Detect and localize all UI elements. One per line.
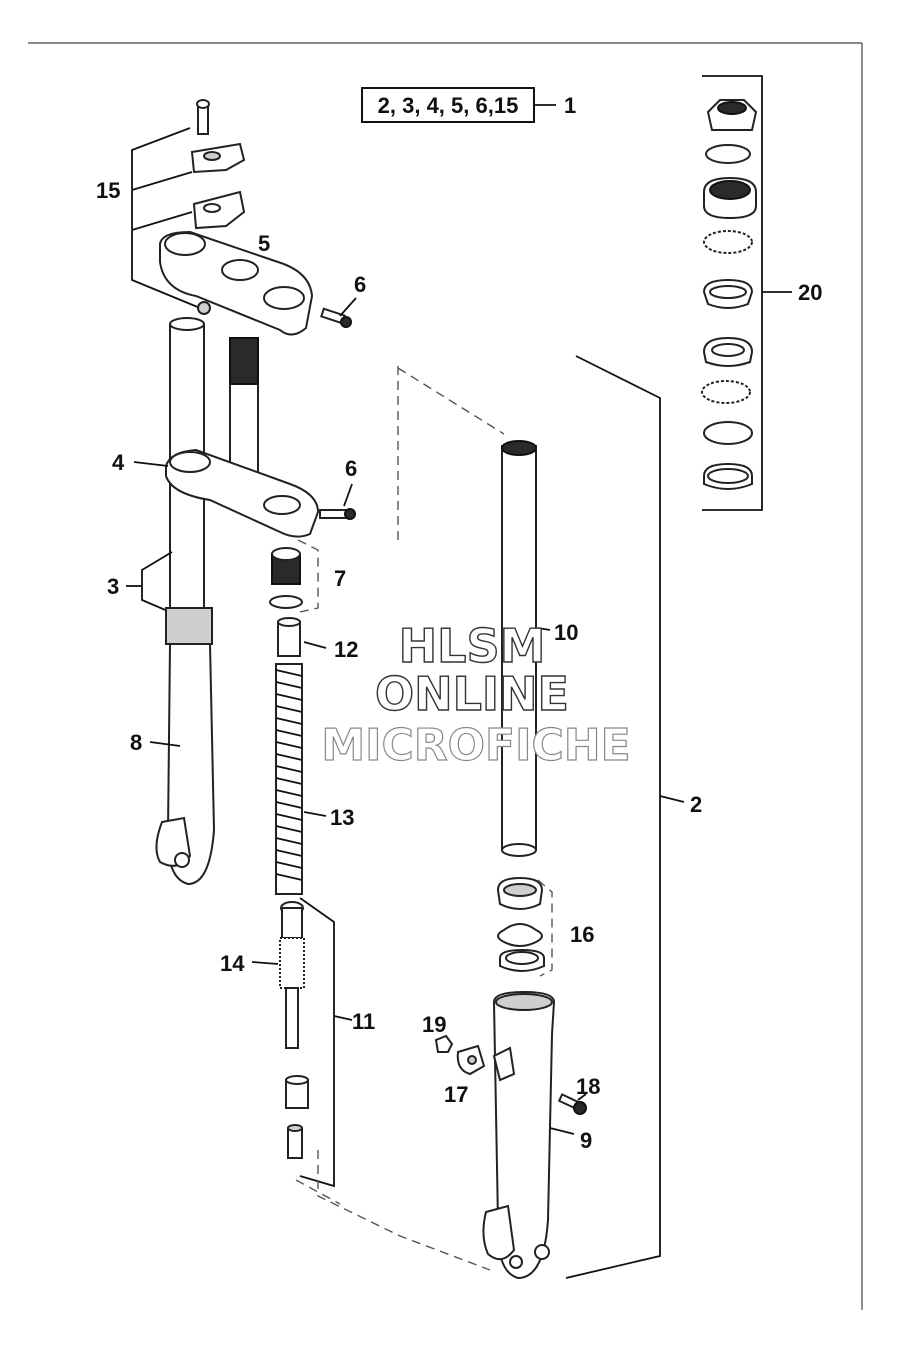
callout-14: 14 bbox=[220, 951, 245, 976]
callout-9: 9 bbox=[580, 1128, 592, 1153]
leader-13 bbox=[303, 811, 327, 817]
leader-6a bbox=[339, 297, 357, 317]
callout-10: 10 bbox=[554, 620, 578, 645]
watermark-line-3: MICROFICHE bbox=[321, 720, 630, 771]
leader-9 bbox=[549, 1127, 575, 1135]
callout-13: 13 bbox=[330, 805, 354, 830]
watermark-line-2: ONLINE bbox=[375, 667, 569, 721]
lower-bearing-race bbox=[703, 462, 753, 490]
callout-7: 7 bbox=[334, 566, 346, 591]
damper-rod bbox=[279, 901, 305, 1049]
brake-hose-guide bbox=[456, 1044, 486, 1076]
right-fork-assembly: 2 10 16 9 bbox=[422, 355, 702, 1280]
kit-box-label: 2, 3, 4, 5, 6,15 bbox=[378, 93, 519, 118]
rebound-spring-seat bbox=[285, 1075, 309, 1109]
upper-clamp-assembly: 15 5 6 bbox=[96, 99, 366, 336]
bracket-3 bbox=[141, 551, 173, 613]
clamp-bolt-upper bbox=[320, 307, 352, 328]
bracket-11 bbox=[299, 897, 335, 1188]
watermark: HLSM ONLINE MICROFICHE bbox=[321, 618, 632, 771]
leader-15b bbox=[131, 211, 193, 231]
steering-nut bbox=[706, 99, 758, 131]
leader-15a bbox=[131, 171, 193, 191]
bracket-2 bbox=[565, 355, 661, 1279]
bracket-20 bbox=[702, 75, 763, 511]
callout-4: 4 bbox=[112, 450, 125, 475]
callout-15: 15 bbox=[96, 178, 120, 203]
callout-1: 1 bbox=[564, 93, 576, 118]
handlebar-clamp-bottom bbox=[192, 190, 246, 230]
lower-triple-clamp bbox=[165, 448, 320, 538]
callout-18: 18 bbox=[576, 1074, 600, 1099]
stanchion-tube-right bbox=[501, 440, 537, 857]
callout-12: 12 bbox=[334, 637, 358, 662]
handlebar-bolt bbox=[196, 99, 210, 135]
cap-o-ring bbox=[269, 595, 303, 609]
lower-seal-ring bbox=[703, 421, 753, 445]
callout-17: 17 bbox=[444, 1082, 468, 1107]
callout-5: 5 bbox=[258, 231, 270, 256]
leader-8 bbox=[149, 741, 181, 747]
leader-14 bbox=[251, 961, 279, 965]
callout-8: 8 bbox=[130, 730, 142, 755]
callout-2: 2 bbox=[690, 792, 702, 817]
fork-cap bbox=[271, 547, 301, 585]
guide-nut bbox=[434, 1034, 454, 1053]
callout-16: 16 bbox=[570, 922, 594, 947]
lower-ball-bearing bbox=[701, 380, 751, 404]
bracket-7 bbox=[297, 539, 319, 613]
callout-19: 19 bbox=[422, 1012, 446, 1037]
lower-slider-right bbox=[482, 990, 556, 1280]
callout-6a: 6 bbox=[354, 272, 366, 297]
leader-11 bbox=[333, 1015, 353, 1021]
lower-slider-left bbox=[155, 607, 216, 886]
callout-6b: 6 bbox=[345, 456, 357, 481]
leader-10 bbox=[537, 627, 551, 631]
leader-4 bbox=[133, 461, 169, 467]
callout-3: 3 bbox=[107, 574, 119, 599]
callout-20: 20 bbox=[798, 280, 822, 305]
watermark-line-1: HLSM bbox=[399, 619, 546, 673]
top-plug bbox=[197, 301, 211, 315]
upper-bearing-race bbox=[703, 176, 757, 220]
lock-washer bbox=[705, 144, 751, 164]
upper-cup bbox=[702, 278, 754, 309]
upper-triple-clamp bbox=[159, 230, 314, 336]
fork-spring bbox=[275, 663, 303, 895]
lower-cup bbox=[702, 336, 754, 367]
fork-internals: 7 12 13 14 11 bbox=[220, 539, 375, 1188]
leader-6b bbox=[343, 483, 353, 507]
handlebar-clamp-top bbox=[190, 142, 246, 174]
upper-ball-bearing bbox=[703, 230, 753, 254]
axle-clamp-bolt bbox=[557, 1093, 587, 1115]
left-fork-assembly: 4 6 3 8 bbox=[107, 317, 357, 886]
stem-thread bbox=[229, 337, 259, 385]
spacer-tube bbox=[277, 617, 301, 657]
leader-2 bbox=[659, 795, 685, 803]
assembly-guides bbox=[295, 366, 505, 1271]
kit-callout-group: 2, 3, 4, 5, 6,15 1 bbox=[361, 87, 576, 123]
oil-seal-kit bbox=[496, 876, 545, 972]
bracket-15 bbox=[131, 127, 201, 309]
clamp-bolt-lower bbox=[319, 508, 356, 520]
leader-18 bbox=[577, 1093, 587, 1101]
steering-bearing-set: 20 bbox=[701, 75, 822, 511]
leader-12 bbox=[303, 641, 327, 649]
callout-11: 11 bbox=[352, 1009, 375, 1034]
damper-bolt bbox=[287, 1124, 303, 1159]
